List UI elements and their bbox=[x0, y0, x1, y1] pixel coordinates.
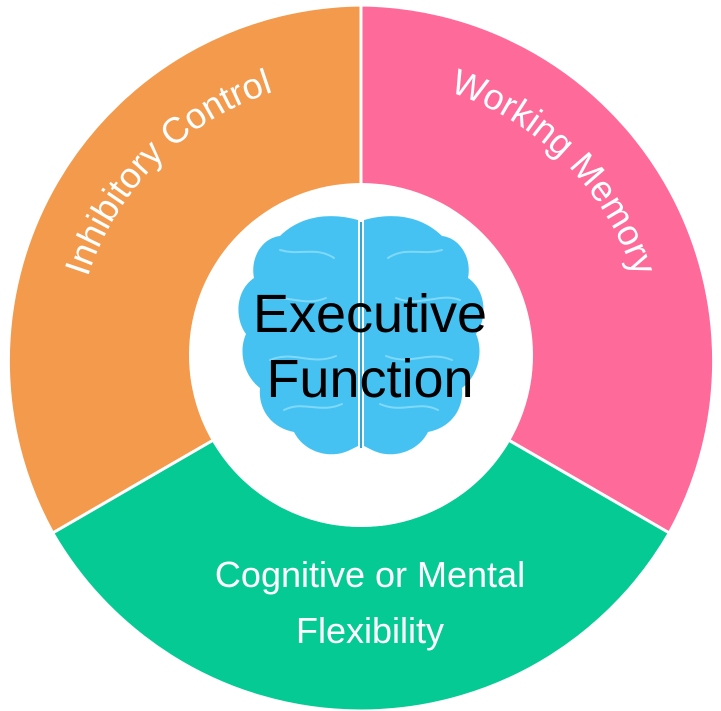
center-title-line-2: Function bbox=[266, 349, 473, 409]
center-title-line-1: Executive bbox=[253, 284, 487, 344]
label-cognitive-flexibility-line-1: Cognitive or Mental bbox=[215, 554, 525, 595]
label-cognitive-flexibility-line-2: Flexibility bbox=[296, 610, 444, 651]
brain-icon bbox=[238, 216, 484, 455]
